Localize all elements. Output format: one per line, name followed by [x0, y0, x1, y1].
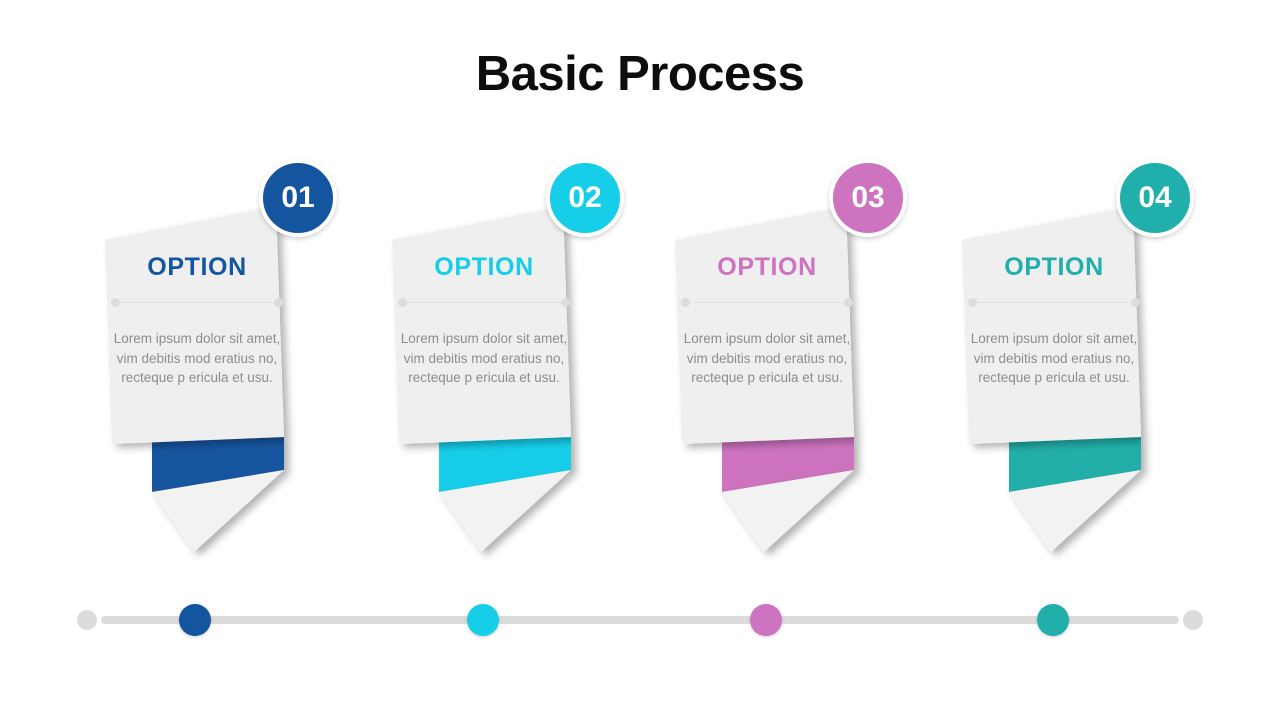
card-content: OPTION Lorem ipsum dolor sit amet, vim de…: [393, 228, 575, 443]
timeline-node-01[interactable]: [179, 604, 211, 636]
card-divider: [968, 298, 1140, 307]
card-pointer: [722, 470, 854, 552]
card-number-badge-04[interactable]: 04: [1116, 159, 1194, 237]
divider-dot-right: [274, 298, 283, 307]
card-option-title: OPTION: [434, 253, 534, 281]
card-shape: [962, 206, 1141, 552]
card-number-badge-01[interactable]: 01: [259, 159, 337, 237]
page-title: Basic Process: [475, 47, 805, 101]
card-content: OPTION Lorem ipsum dolor sit amet, vim de…: [676, 228, 858, 443]
process-card-04[interactable]: OPTION Lorem ipsum dolor sit amet, vim de…: [945, 0, 1245, 560]
card-content: OPTION Lorem ipsum dolor sit amet, vim de…: [963, 228, 1145, 443]
divider-dot-right: [561, 298, 570, 307]
card-divider: [111, 298, 283, 307]
card-shape: [675, 206, 854, 552]
divider-line: [402, 302, 566, 303]
process-card-02[interactable]: OPTION Lorem ipsum dolor sit amet, vim de…: [375, 0, 675, 560]
card-option-title: OPTION: [147, 253, 247, 281]
divider-line: [972, 302, 1136, 303]
timeline-segment: [209, 616, 469, 624]
timeline-endpoint-end: [1183, 610, 1203, 630]
card-description: Lorem ipsum dolor sit amet, vim debitis …: [970, 331, 1138, 385]
card-panel: [962, 206, 1141, 444]
card-number-badge-02[interactable]: 02: [546, 159, 624, 237]
card-content: OPTION Lorem ipsum dolor sit amet, vim de…: [106, 228, 288, 443]
card-description: Lorem ipsum dolor sit amet, vim debitis …: [400, 331, 568, 385]
divider-dot-left: [398, 298, 407, 307]
card-description: Lorem ipsum dolor sit amet, vim debitis …: [113, 331, 281, 385]
timeline-segment: [101, 616, 181, 624]
card-accent-wedge: [1009, 437, 1141, 492]
card-shape: [105, 206, 284, 552]
divider-line: [115, 302, 279, 303]
timeline-node-04[interactable]: [1037, 604, 1069, 636]
card-pointer: [152, 470, 284, 552]
card-divider: [398, 298, 570, 307]
timeline-segment: [497, 616, 752, 624]
card-panel: [675, 206, 854, 444]
card-pointer: [1009, 470, 1141, 552]
divider-line: [685, 302, 849, 303]
divider-dot-right: [1131, 298, 1140, 307]
divider-dot-right: [844, 298, 853, 307]
timeline-node-02[interactable]: [467, 604, 499, 636]
card-divider: [681, 298, 853, 307]
card-accent-wedge: [152, 437, 284, 492]
card-option-title: OPTION: [1004, 253, 1104, 281]
card-panel: [105, 206, 284, 444]
card-accent-wedge: [439, 437, 571, 492]
card-shape: [392, 206, 571, 552]
card-panel: [392, 206, 571, 444]
timeline-segment: [1067, 616, 1179, 624]
divider-dot-left: [681, 298, 690, 307]
card-accent-wedge: [722, 437, 854, 492]
card-option-title: OPTION: [717, 253, 817, 281]
timeline-segment: [780, 616, 1039, 624]
card-pointer: [439, 470, 571, 552]
process-card-01[interactable]: OPTION Lorem ipsum dolor sit amet, vim de…: [88, 0, 388, 560]
card-description: Lorem ipsum dolor sit amet, vim debitis …: [683, 331, 851, 385]
process-card-03[interactable]: OPTION Lorem ipsum dolor sit amet, vim de…: [658, 0, 958, 560]
process-timeline: [0, 596, 1280, 654]
card-number-badge-03[interactable]: 03: [829, 159, 907, 237]
divider-dot-left: [968, 298, 977, 307]
timeline-endpoint-start: [77, 610, 97, 630]
divider-dot-left: [111, 298, 120, 307]
timeline-node-03[interactable]: [750, 604, 782, 636]
